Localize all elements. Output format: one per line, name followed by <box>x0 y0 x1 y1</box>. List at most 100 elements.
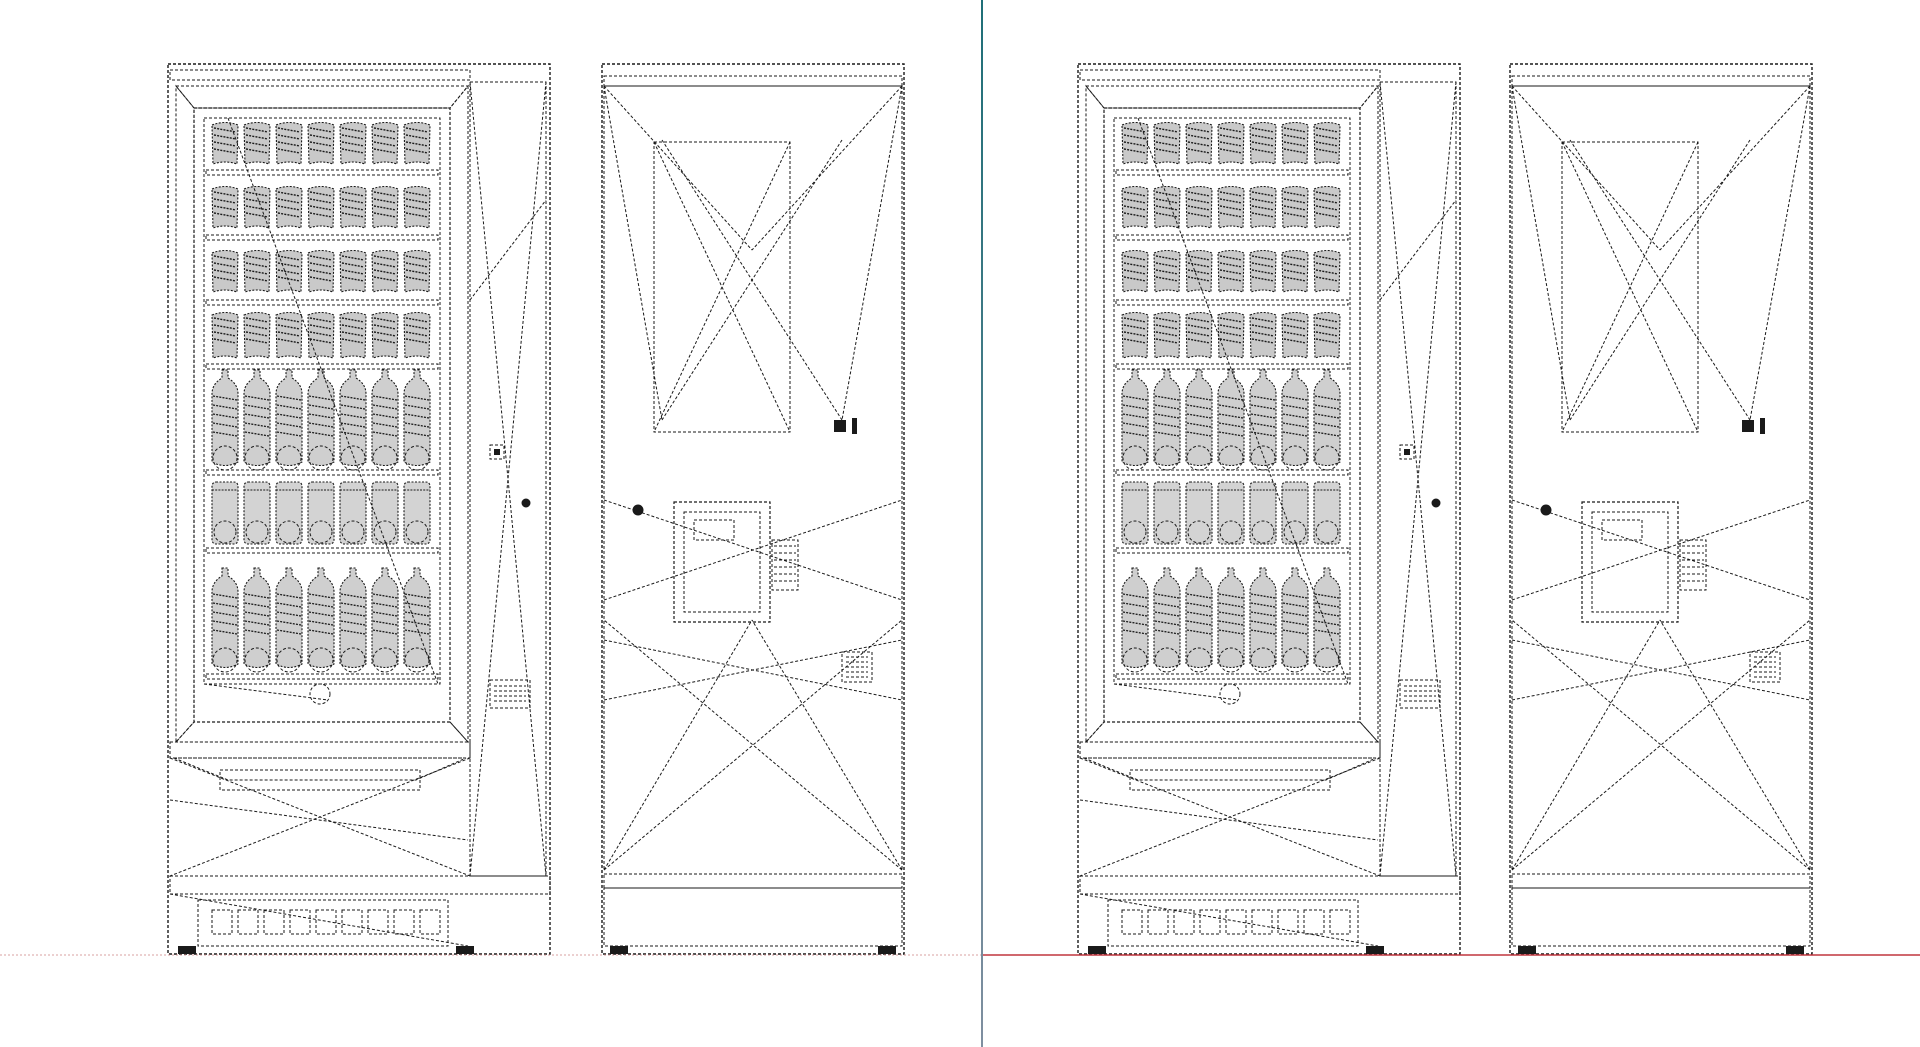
product-chip-bag <box>243 121 271 165</box>
glass-diagonal <box>227 117 439 685</box>
side-diagonal <box>1379 81 1457 877</box>
viewport-divider[interactable] <box>981 0 983 1047</box>
vent-slot <box>211 909 233 935</box>
product-bottle <box>243 369 271 471</box>
bottle-base <box>1154 647 1180 673</box>
lower-diagonal <box>1079 757 1381 877</box>
product-bottle <box>1313 369 1341 471</box>
wireframe-canvas-right[interactable] <box>983 0 1920 1047</box>
vending-side-view <box>1509 63 1813 955</box>
base-rail <box>1079 875 1461 895</box>
product-jar <box>1185 481 1213 545</box>
product-chip-bag <box>339 311 367 359</box>
vent-slot <box>289 909 311 935</box>
product-jar <box>307 481 335 545</box>
bottle-base <box>212 445 238 471</box>
vent-grille <box>1107 899 1359 947</box>
product-chip-bag <box>275 185 303 229</box>
vent-slot <box>419 909 441 935</box>
door-bevel-right <box>449 84 469 744</box>
shelf <box>205 469 439 476</box>
vent-slot <box>237 909 259 935</box>
delivery-flap <box>173 757 467 781</box>
glass-diagonal <box>1137 117 1349 685</box>
bottle-base <box>276 445 302 471</box>
product-jar <box>1153 481 1181 545</box>
product-chip-bag <box>211 185 239 229</box>
bottle-base <box>1218 445 1244 471</box>
coin-slot-icon <box>1431 498 1441 508</box>
product-chip-bag <box>1249 185 1277 229</box>
lower-diagonal <box>1079 799 1379 841</box>
shelf <box>1115 469 1349 476</box>
bottle-base <box>1250 445 1276 471</box>
jar-bottom <box>213 520 237 544</box>
bottle-base <box>308 647 334 673</box>
product-chip-bag <box>1217 185 1245 229</box>
window-diagonal <box>653 141 791 433</box>
door-bevel-bottom <box>174 721 470 743</box>
product-bottle <box>1217 369 1245 471</box>
jar-bottom <box>1155 520 1179 544</box>
product-chip-bag <box>1313 249 1341 293</box>
product-chip-bag <box>1281 121 1309 165</box>
panel-triangulation <box>603 499 903 601</box>
shelf <box>205 547 439 554</box>
product-chip-bag <box>1121 121 1149 165</box>
product-chip-bag <box>211 249 239 293</box>
delivery-opening <box>1129 769 1331 791</box>
product-chip-bag <box>243 311 271 359</box>
jar-bottom <box>1187 520 1211 544</box>
bottle-base <box>1314 445 1340 471</box>
product-bottle <box>275 369 303 471</box>
product-chip-bag <box>1153 311 1181 359</box>
panel-triangulation <box>751 85 903 251</box>
product-bottle <box>339 369 367 471</box>
bottle-base <box>1282 647 1308 673</box>
lock-core <box>1404 449 1410 455</box>
jar-bottom <box>1219 520 1243 544</box>
door-bevel-bottom <box>1084 721 1380 743</box>
bottle-base <box>1186 445 1212 471</box>
product-chip-bag <box>243 185 271 229</box>
vent-slot <box>1251 909 1273 935</box>
product-jar <box>211 481 239 545</box>
product-chip-bag <box>1185 121 1213 165</box>
vent-slot <box>367 909 389 935</box>
base-rail <box>603 873 903 889</box>
wireframe-canvas-left[interactable] <box>0 0 981 1047</box>
delivery-opening <box>219 769 421 791</box>
product-bottle <box>307 369 335 471</box>
vending-front-view <box>1077 63 1461 955</box>
product-chip-bag <box>1281 185 1309 229</box>
side-diagonal <box>469 81 547 877</box>
bottle-base <box>244 647 270 673</box>
shelf <box>1115 673 1349 680</box>
glass-diagonal <box>1113 683 1239 701</box>
glass-window <box>193 107 451 723</box>
viewport-left[interactable] <box>0 0 981 1047</box>
shelf <box>205 673 439 680</box>
viewport-right[interactable] <box>983 0 1920 1047</box>
vent-slot <box>393 909 415 935</box>
product-bottle <box>1217 567 1245 673</box>
panel-triangulation <box>603 639 903 701</box>
product-chip-bag <box>1313 311 1341 359</box>
product-chip-bag <box>1121 311 1149 359</box>
product-chip-bag <box>1249 121 1277 165</box>
bottle-base <box>1154 445 1180 471</box>
glass-window <box>1103 107 1361 723</box>
door-bevel-left <box>175 84 195 744</box>
vent-slot <box>1199 909 1221 935</box>
lock-core <box>494 449 500 455</box>
vent-slot <box>1147 909 1169 935</box>
bottle-base <box>1250 647 1276 673</box>
jar-bottom <box>309 520 333 544</box>
side-diagonal <box>1379 81 1457 877</box>
bottle-base <box>372 647 398 673</box>
bill-acceptor-icon <box>834 420 846 432</box>
product-bottle <box>1153 369 1181 471</box>
product-chip-bag <box>371 121 399 165</box>
foot <box>178 946 196 954</box>
